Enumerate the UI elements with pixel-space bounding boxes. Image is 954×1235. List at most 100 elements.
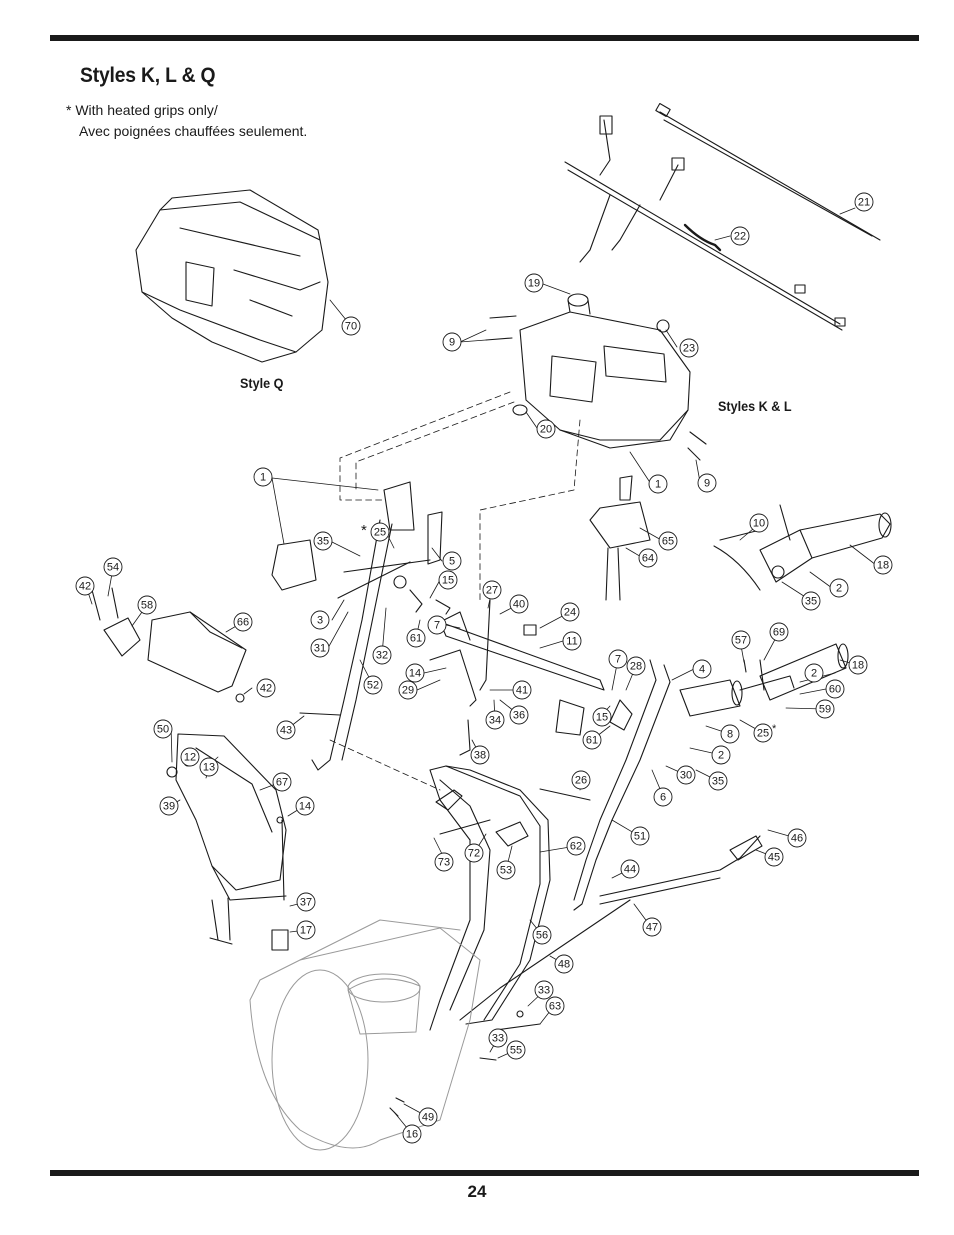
callout-circle <box>272 772 292 792</box>
callout-circle <box>534 980 554 1000</box>
style-q-label: Style Q <box>240 375 284 391</box>
callout-circle <box>363 675 383 695</box>
heated-grips-note-en: * With heated grips only/ <box>66 102 218 118</box>
page-number: 24 <box>467 1182 487 1201</box>
callout-number: 3 <box>317 615 323 627</box>
part-callout-21: 21 <box>854 192 874 212</box>
callout-circle <box>253 467 273 487</box>
callout-circle <box>180 747 200 767</box>
callout-circle <box>560 602 580 622</box>
part-callout-22: 22 <box>730 226 750 246</box>
part-callout-46: 46 <box>787 828 807 848</box>
callout-number: 43 <box>280 725 292 737</box>
callout-number: 45 <box>768 852 780 864</box>
callout-circle <box>658 531 678 551</box>
callout-circle <box>313 531 333 551</box>
guide-lines <box>329 391 581 791</box>
callout-number: 9 <box>704 478 710 490</box>
callout-circle <box>608 649 628 669</box>
callout-circle <box>638 548 658 568</box>
callout-circle <box>787 828 807 848</box>
callout-number: 12 <box>184 752 196 764</box>
callout-number: 35 <box>712 776 724 788</box>
left-handle-drawing <box>299 519 393 771</box>
callout-circle <box>482 580 502 600</box>
callout-number: 72 <box>468 848 480 860</box>
callout-circle <box>854 192 874 212</box>
part-callout-35: 35 <box>313 531 333 551</box>
callout-circle <box>372 645 392 665</box>
part-callout-65: 65 <box>658 531 678 551</box>
part-callout-12: 12 <box>180 747 200 767</box>
callout-number: 39 <box>163 801 175 813</box>
heated-grip-asterisk: * <box>772 723 777 735</box>
callout-number: 20 <box>540 424 552 436</box>
part-callout-57: 57 <box>731 630 751 650</box>
callout-circle <box>571 770 591 790</box>
callout-number: 61 <box>410 633 422 645</box>
callout-circle <box>562 631 582 651</box>
callout-circle <box>532 925 552 945</box>
part-callout-33: 33 <box>488 1028 508 1048</box>
callout-circle <box>749 513 769 533</box>
callout-circle <box>692 659 712 679</box>
part-callout-56: 56 <box>532 925 552 945</box>
part-callout-29: 29 <box>398 680 418 700</box>
part-callout-67: 67 <box>272 772 292 792</box>
callout-circle <box>506 1040 526 1060</box>
callout-circle <box>697 473 717 493</box>
callout-number: 44 <box>624 864 636 876</box>
callout-circle <box>427 615 447 635</box>
callout-number: 49 <box>422 1112 434 1124</box>
callout-circle <box>620 859 640 879</box>
callout-number: 14 <box>409 668 421 680</box>
callout-circle <box>370 522 390 542</box>
callout-number: 22 <box>734 231 746 243</box>
callout-circle <box>509 594 529 614</box>
callout-number: 2 <box>718 750 724 762</box>
part-callout-59: 59 <box>815 699 835 719</box>
part-callout-19: 19 <box>524 273 544 293</box>
part-callout-55: 55 <box>506 1040 526 1060</box>
callout-circle <box>103 557 123 577</box>
callout-number: 2 <box>836 583 842 595</box>
callout-number: 2 <box>811 668 817 680</box>
part-callout-35: 35 <box>708 771 728 791</box>
callout-circle <box>398 680 418 700</box>
shift-lever-drawing <box>589 475 892 601</box>
part-callout-34: 34 <box>485 710 505 730</box>
callout-number: 46 <box>791 833 803 845</box>
callout-number: 17 <box>300 925 312 937</box>
callout-number: 54 <box>107 562 119 574</box>
callout-number: 38 <box>474 750 486 762</box>
callout-number: 35 <box>805 596 817 608</box>
part-callout-32: 32 <box>372 645 392 665</box>
bottom-rule <box>50 1170 919 1176</box>
callout-circle <box>648 474 668 494</box>
part-callout-42: 42 <box>75 576 95 596</box>
callout-number: 64 <box>642 553 654 565</box>
part-callout-62: 62 <box>566 836 586 856</box>
callout-circle <box>536 419 556 439</box>
part-callout-51: 51 <box>630 826 650 846</box>
part-callout-49: 49 <box>418 1107 438 1127</box>
callout-circle <box>434 852 454 872</box>
callout-number: 62 <box>570 841 582 853</box>
callout-circle <box>153 719 173 739</box>
callout-number: 29 <box>402 685 414 697</box>
callout-circle <box>341 316 361 336</box>
style-q-console-drawing <box>135 189 329 363</box>
part-callout-1: 1 <box>648 474 668 494</box>
wiring-harness-drawing <box>564 102 881 331</box>
callout-number: 57 <box>735 635 747 647</box>
callout-circle <box>566 836 586 856</box>
part-callout-17: 17 <box>296 920 316 940</box>
auger-housing-drawing <box>249 919 481 1151</box>
callout-circle <box>296 920 316 940</box>
callout-number: 5 <box>449 556 455 568</box>
callout-circle <box>679 338 699 358</box>
callout-circle <box>310 638 330 658</box>
callout-number: 51 <box>634 831 646 843</box>
part-callout-30: 30 <box>676 765 696 785</box>
